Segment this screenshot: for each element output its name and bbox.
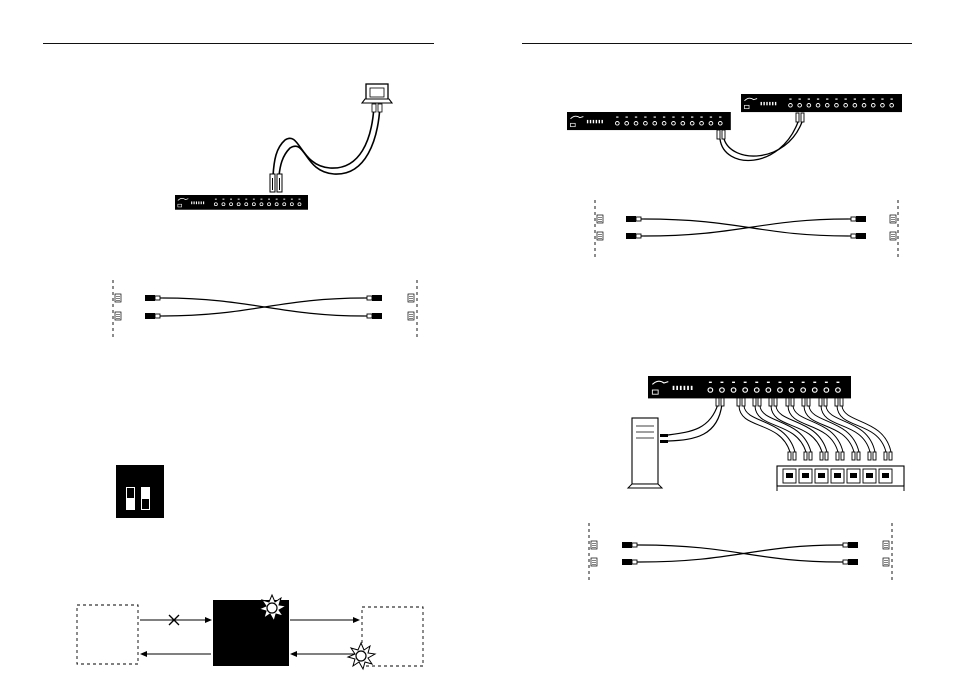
workstation-switch-figure	[628, 376, 904, 491]
loop-detection-figure	[77, 595, 423, 669]
dip-switch-figure	[116, 465, 164, 518]
switch-cascade-figure	[567, 94, 902, 160]
crossover-cable-figure-left	[113, 280, 417, 340]
switch-panel	[648, 376, 851, 398]
laptop-to-switch-figure	[175, 84, 392, 210]
fiber-cable	[279, 106, 380, 176]
media-converter-chassis	[777, 466, 904, 491]
tower-computer-icon	[628, 418, 662, 488]
switch-panel	[567, 112, 731, 130]
crossover-cable-figure-right-bottom	[589, 523, 892, 582]
crossover-cable-figure-right-top	[595, 200, 898, 258]
laptop-icon	[362, 84, 392, 103]
switch-panel	[175, 195, 308, 210]
switch-panel	[741, 94, 902, 112]
